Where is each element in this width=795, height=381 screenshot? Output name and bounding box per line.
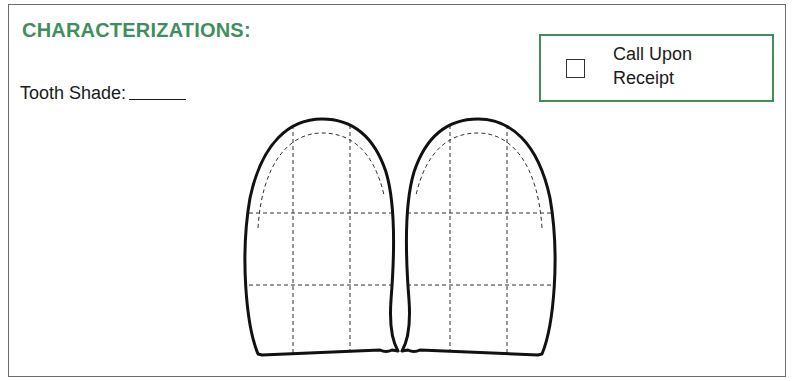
field-label: Tooth Shade: [20, 83, 126, 104]
callout-box: Call Upon Receipt [539, 34, 774, 102]
checkbox [566, 59, 585, 78]
checkbox-label: Call Upon Receipt [613, 42, 731, 90]
section-heading: CHARACTERIZATIONS: [22, 19, 251, 42]
fill-in-line [129, 99, 186, 100]
